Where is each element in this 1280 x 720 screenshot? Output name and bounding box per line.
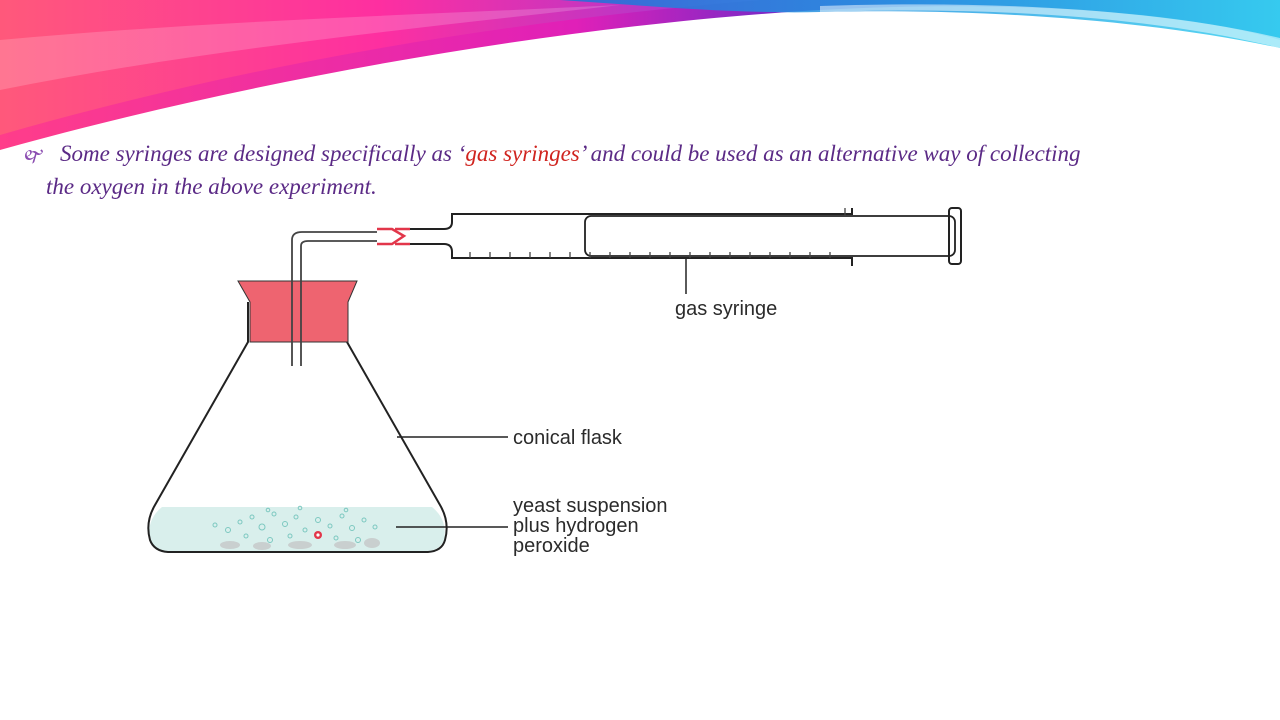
gas-syringe	[410, 207, 962, 266]
highlight-gas-syringes: gas syringes	[465, 141, 580, 166]
bullet-icon: 🙰	[22, 145, 45, 165]
sediment	[220, 538, 380, 550]
label-liquid-line-1: yeast suspension	[513, 495, 668, 517]
decorative-banner	[0, 0, 1280, 150]
label-liquid-line-3: peroxide	[513, 535, 590, 557]
delivery-tube	[291, 231, 377, 366]
text-line-2: the oxygen in the above experiment.	[46, 174, 377, 199]
text-after: ’ and could be used as an alternative wa…	[579, 141, 1081, 166]
label-conical-flask: conical flask	[513, 427, 623, 449]
bullet-text: 🙰 Some syringes are designed specifically…	[22, 138, 1222, 203]
text-before: Some syringes are designed specifically …	[60, 141, 466, 166]
bubbles	[212, 505, 378, 543]
syringe-scale	[469, 208, 846, 258]
tube-connector	[377, 227, 410, 246]
label-liquid-line-2: plus hydrogen	[513, 515, 639, 537]
conical-flask	[147, 302, 448, 553]
label-gas-syringe: gas syringe	[675, 298, 777, 320]
rubber-stopper	[237, 280, 358, 343]
